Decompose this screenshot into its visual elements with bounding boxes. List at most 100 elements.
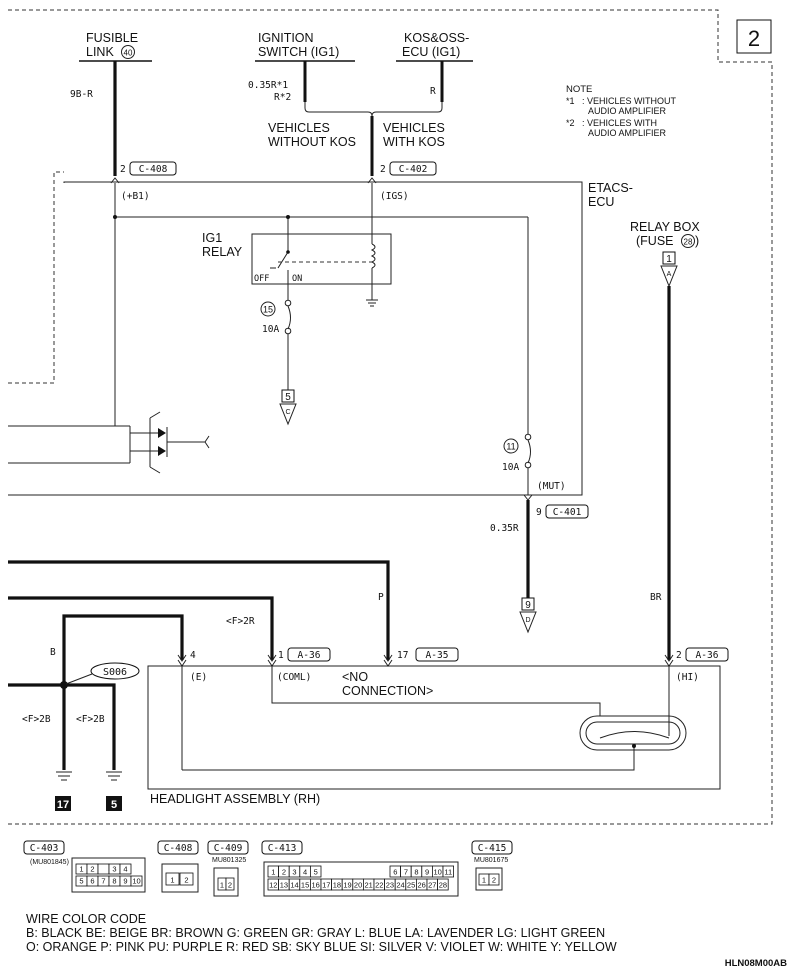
c401-tag-box: [545, 504, 589, 519]
a35-tag: A-35: [426, 650, 449, 661]
c413-pin-bottom-9: 21: [365, 881, 373, 890]
svg-text:C-415: C-415: [478, 843, 507, 854]
ref-c-box: [281, 389, 295, 403]
c403-pin-top-1: 2: [90, 865, 94, 874]
page-number: 2: [748, 26, 760, 51]
ig1-relay-label-1: IG1: [202, 231, 222, 245]
note-heading: NOTE: [566, 84, 592, 95]
a36-left-tag-box: [287, 647, 331, 662]
svg-text:MU801675: MU801675: [474, 857, 508, 864]
c413-pin-bottom-8: 20: [354, 881, 362, 890]
c403-pin-top-3: 3: [112, 865, 116, 874]
wire-label-035r: 0.35R*1: [248, 80, 288, 91]
svg-text:(MU801845): (MU801845): [30, 859, 69, 866]
c415-pin-1-cell: [488, 873, 500, 886]
c403-pin-bottom-0: 5: [79, 877, 83, 886]
c413-pin-bottom-0: 12: [269, 881, 277, 890]
diode-out-break: [204, 435, 210, 449]
splice-leader: [65, 673, 93, 685]
relay-ground-symbol: [366, 299, 378, 307]
c413-pin-top-right-4: 10: [434, 868, 442, 877]
ground-symbol-2: [106, 771, 122, 781]
note-2-line2: AUDIO AMPLIFIER: [588, 128, 667, 138]
c413-pin-top-right-0: 6: [393, 868, 397, 877]
c403-pin-top-2-cell: [97, 863, 110, 875]
ground-symbol-1: [56, 771, 72, 781]
wire-label-9b-r: 9B-R: [70, 89, 93, 100]
svg-text:MU801325: MU801325: [212, 857, 246, 864]
no-connection-1: <NO: [342, 670, 368, 684]
wire-label-f2r: <F>2R: [226, 616, 255, 627]
relay-on: ON: [292, 274, 302, 284]
b1-terminal: [110, 177, 120, 184]
c403-pin-bottom-2: 7: [101, 877, 105, 886]
ref-d-box: [521, 597, 535, 611]
c402-pin: 2: [380, 164, 386, 175]
ref-a-letter: A: [667, 271, 672, 278]
igs-pin-label: (IGS): [380, 191, 409, 202]
c413-pin-bottom-12: 24: [396, 881, 404, 890]
junction-b1: [113, 215, 117, 219]
headlight-filament: [599, 731, 670, 739]
kos-ecu-label-1: KOS&OSS-: [404, 31, 469, 45]
c413-pin-top-right-5: 11: [444, 868, 452, 877]
headlight-assembly-box: [147, 665, 721, 790]
wire-label-035r-lower: 0.35R: [490, 523, 519, 534]
c413-pin-top-right-3: 9: [425, 868, 429, 877]
c413-pin-bottom-13: 25: [407, 881, 415, 890]
svg-text:C-409: C-409: [214, 843, 243, 854]
a36-left-pin: 1: [278, 650, 284, 661]
fusible-link-number-circle: [121, 45, 135, 59]
ig1-relay-label-2: RELAY: [202, 245, 243, 259]
svg-text:C-408: C-408: [164, 843, 193, 854]
wire-label-r-2: R*2: [274, 92, 291, 103]
c413-pin-bottom-4: 16: [312, 881, 320, 890]
fusible-link-label-1: FUSIBLE: [86, 31, 138, 45]
c413-pin-top-right-5-cell: [442, 865, 455, 878]
color-code-title: WIRE COLOR CODE: [26, 912, 146, 926]
mut-terminal: [523, 494, 533, 501]
ref-d-letter: D: [525, 617, 530, 624]
ref-d-arrow: [519, 611, 537, 634]
fuse15-element: [287, 305, 291, 330]
a35-pin: 17: [397, 650, 408, 661]
c403-pin-top-4-cell: [119, 863, 132, 875]
pin-coml-label: (COML): [277, 672, 311, 683]
ref-d-number: 9: [525, 600, 531, 611]
variant-with-2: WITH KOS: [383, 135, 445, 149]
relay-box-label-2: (FUSE: [636, 234, 674, 248]
fuse11-element: [527, 439, 531, 464]
headlight-bulb-inner: [585, 721, 681, 745]
etacs-ecu-box: [8, 181, 583, 496]
c413-pin-bottom-10: 22: [375, 881, 383, 890]
splice-s006-dot: [60, 681, 68, 689]
a36-right-tag: A-36: [696, 650, 719, 661]
ref-c-letter: C: [285, 409, 290, 416]
note-1-mark: *1: [566, 96, 575, 106]
pin-hi-label: (HI): [676, 672, 699, 683]
frame-top-border: [8, 9, 773, 825]
page-number-box: [736, 19, 772, 54]
wire-b: [62, 614, 184, 770]
etacs-label-1: ETACS-: [588, 181, 633, 195]
ref-a-arrow: [660, 265, 678, 288]
c413-pin-top-left-1: 2: [282, 868, 286, 877]
junction-relay: [286, 215, 290, 219]
wire-label-b: B: [50, 647, 56, 658]
a36-left-tag: A-36: [298, 650, 321, 661]
ig1-relay-box: [251, 233, 392, 285]
pin-e-number: 4: [190, 650, 196, 661]
svg-text:C-413: C-413: [268, 843, 297, 854]
c413-pin-bottom-14: 26: [418, 881, 426, 890]
ground-ref-1: 17: [57, 799, 69, 811]
color-code-line2: O: ORANGE P: PINK PU: PURPLE R: RED SB: …: [26, 940, 617, 954]
relay-contact-arm: [277, 251, 289, 269]
headlight-ground-path: [182, 746, 635, 771]
c402-tag-box: [389, 161, 437, 176]
fuse11-number: 11: [506, 442, 515, 452]
variant-bracket: [304, 102, 443, 117]
no-connection-2: CONNECTION>: [342, 684, 433, 698]
